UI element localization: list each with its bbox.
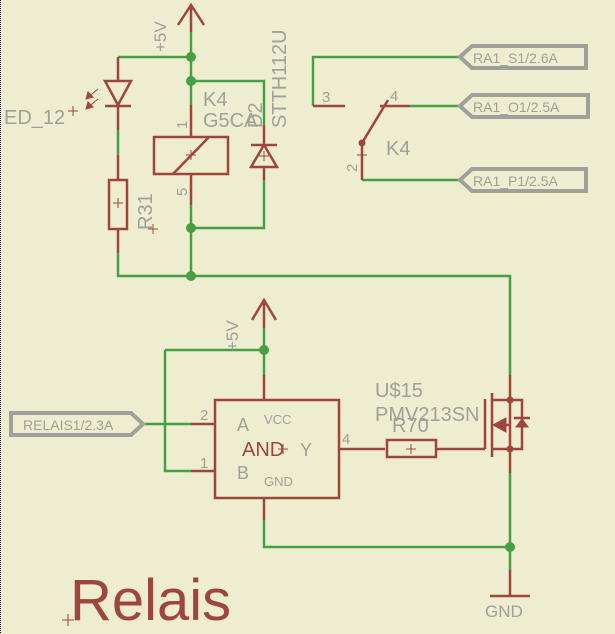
supply-5v-top[interactable]: +5V bbox=[151, 2, 206, 52]
junction bbox=[186, 52, 196, 62]
net-label-text: RELAIS1/2.3A bbox=[23, 417, 114, 433]
resistor-r70[interactable]: R70 bbox=[385, 415, 485, 459]
supply-arrow-icon bbox=[250, 297, 278, 328]
led-light-arrow-icon bbox=[85, 88, 99, 110]
ground-label: GND bbox=[485, 602, 523, 621]
net-label-text: RA1_S1/2.6A bbox=[473, 50, 558, 66]
supply-arrow-icon bbox=[176, 2, 206, 32]
net-label-ra1-o1[interactable]: RA1_O1/2.5A bbox=[457, 93, 590, 119]
wire-diode-top[interactable] bbox=[191, 79, 266, 125]
switch-pin-2: 2 bbox=[344, 164, 361, 172]
supply-label: +5V bbox=[151, 21, 170, 52]
net-label-ra1-p1[interactable]: RA1_P1/2.5A bbox=[457, 167, 588, 193]
switch-contact-icon bbox=[360, 99, 390, 144]
led-name: ED_12 bbox=[4, 107, 65, 129]
resistor-name: R70 bbox=[392, 415, 429, 437]
junction bbox=[186, 223, 196, 233]
junction bbox=[186, 76, 196, 86]
relay-pin-5: 5 bbox=[174, 188, 191, 196]
title-text: Relais bbox=[70, 568, 231, 633]
mosfet-name: U$15 bbox=[375, 380, 423, 402]
net-label-text: RA1_P1/2.5A bbox=[473, 173, 558, 189]
and-vcc-label: VCC bbox=[264, 412, 291, 427]
sheet-title: Relais bbox=[62, 568, 231, 633]
ground-symbol[interactable]: GND bbox=[485, 570, 530, 621]
mosfet-value: PMV213SN bbox=[375, 404, 480, 426]
relay-value: G5CA bbox=[203, 110, 258, 132]
wire-ra1-s1[interactable] bbox=[311, 55, 460, 106]
wire-gnd[interactable] bbox=[262, 473, 512, 570]
net-label-text: RA1_O1/2.5A bbox=[473, 99, 560, 115]
relay-name: K4 bbox=[203, 89, 227, 111]
wire-coil-bottom[interactable] bbox=[189, 180, 266, 276]
resistor-r31[interactable]: R31 bbox=[107, 155, 158, 253]
junctions bbox=[186, 52, 515, 552]
net-label-ra1-s1[interactable]: RA1_S1/2.6A bbox=[457, 44, 588, 70]
diode-name: D2 bbox=[245, 102, 267, 128]
mosfet-u15[interactable]: U$15 PMV213SN bbox=[375, 375, 530, 473]
junction bbox=[186, 271, 196, 281]
junction bbox=[259, 345, 269, 355]
net-label-relais1[interactable]: RELAIS1/2.3A bbox=[9, 411, 146, 437]
resistor-name: R31 bbox=[135, 193, 157, 230]
and-gnd-label: GND bbox=[264, 474, 293, 489]
and-pin-num-4: 4 bbox=[342, 431, 350, 448]
diode-icon bbox=[248, 142, 280, 169]
and-gate-body bbox=[213, 398, 341, 500]
and-pin-b: B bbox=[237, 463, 249, 483]
and-gate-label: AND bbox=[242, 439, 284, 461]
junction bbox=[505, 542, 515, 552]
relay-coil-k4[interactable]: K4 G5CA 1 5 bbox=[152, 89, 258, 205]
switch-name: K4 bbox=[386, 138, 410, 160]
relay-coil-icon bbox=[152, 135, 230, 176]
supply-label: +5V bbox=[223, 320, 242, 351]
diode-d2[interactable]: D2 STTH112U bbox=[245, 29, 291, 180]
relay-pin-1: 1 bbox=[174, 121, 191, 129]
and-pin-num-1: 1 bbox=[200, 455, 208, 472]
diode-value: STTH112U bbox=[269, 29, 291, 128]
switch-pin-4: 4 bbox=[390, 88, 398, 105]
and-pin-y: Y bbox=[300, 440, 312, 460]
wires bbox=[116, 32, 512, 570]
switch-pin-3: 3 bbox=[322, 89, 330, 106]
ground-icon bbox=[490, 570, 530, 598]
wire-and-inputs[interactable] bbox=[143, 350, 191, 473]
supply-5v-mid[interactable]: +5V bbox=[223, 297, 278, 351]
wire-5v-mid[interactable] bbox=[165, 328, 266, 375]
and-gate[interactable]: AND A B Y VCC GND 2 1 4 bbox=[191, 375, 385, 520]
wire-res-bottom[interactable] bbox=[116, 253, 512, 375]
led-ed12[interactable]: ED_12 bbox=[4, 57, 134, 130]
sheet-border bbox=[0, 0, 1, 634]
resistor-icon bbox=[107, 178, 129, 231]
and-pin-a: A bbox=[237, 415, 249, 435]
led-icon bbox=[102, 79, 134, 108]
and-pin-num-2: 2 bbox=[200, 407, 208, 424]
relay-switch-k4[interactable]: 3 4 2 K4 bbox=[313, 88, 410, 180]
